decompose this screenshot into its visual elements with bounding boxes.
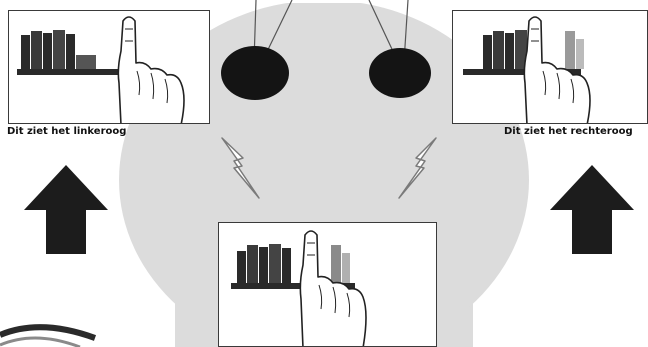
right-eye-icon — [369, 48, 431, 98]
left-eye-caption: Dit ziet het linkeroog — [7, 126, 126, 137]
left-eye-view-panel — [8, 10, 210, 124]
left-eye-icon — [221, 46, 289, 100]
bookshelf-hand-left-icon — [9, 11, 210, 124]
up-arrow-left-icon — [24, 165, 108, 254]
corner-curve — [0, 327, 95, 338]
right-eye-view-panel — [452, 10, 648, 124]
up-arrow-right-icon — [550, 165, 634, 254]
right-eye-caption: Dit ziet het rechteroog — [504, 126, 633, 137]
combined-view-panel — [218, 222, 437, 347]
bookshelf-hand-right-icon — [453, 11, 648, 124]
bookshelf-hand-combined-icon — [219, 223, 437, 347]
